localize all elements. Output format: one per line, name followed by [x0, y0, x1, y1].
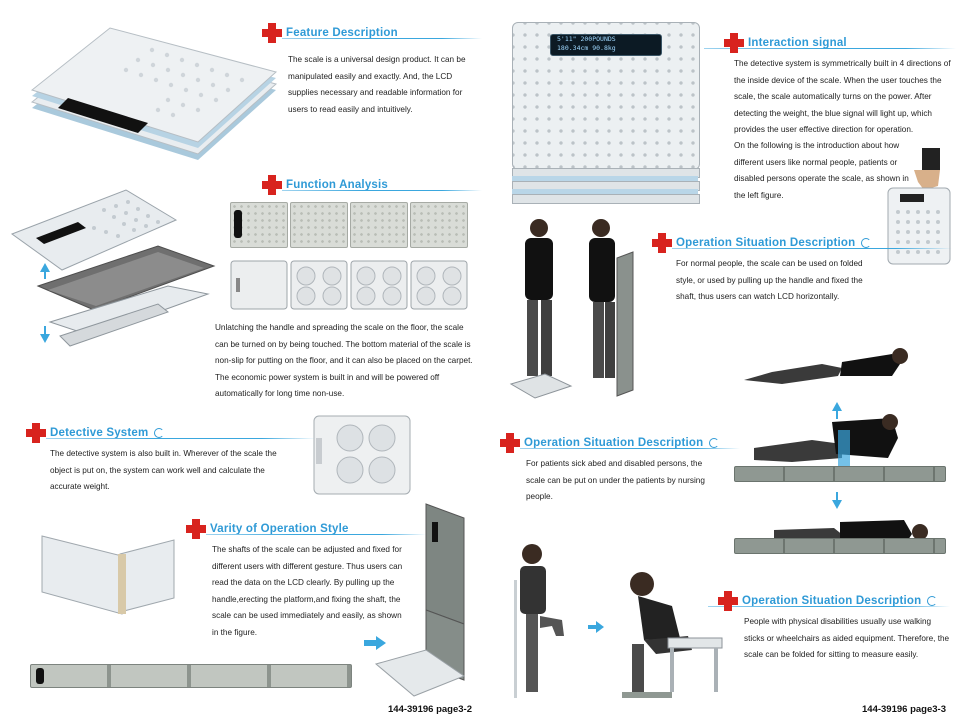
- arrow-down-icon: [40, 334, 50, 343]
- op1-body: For normal people, the scale can be used…: [676, 259, 863, 301]
- opened-scale-image: [8, 186, 218, 356]
- flat-scale-image: [30, 664, 352, 688]
- arrow-up-shaft: [836, 411, 838, 419]
- function-heading: Function Analysis: [262, 172, 482, 198]
- scale-top-panels: [228, 200, 468, 250]
- red-cross-icon: [186, 519, 206, 539]
- arrow-up-icon: [40, 263, 50, 272]
- scale-bottom-panels: [228, 258, 470, 312]
- op3-heading: Operation Situation Description: [708, 588, 950, 614]
- hand-touch-scale-image: [884, 146, 954, 266]
- upright-scale-image: [372, 500, 472, 700]
- arrow-right-icon: [364, 636, 386, 650]
- rotate-icon: [861, 238, 872, 248]
- rotate-icon: [927, 596, 938, 606]
- op3-body: People with physical disabilities usuall…: [744, 617, 950, 659]
- crutch-user-image: [506, 540, 576, 702]
- page-number-right: 144-39196 page3-3: [862, 704, 946, 715]
- arrow-up-shaft: [44, 271, 46, 279]
- rotate-icon: [154, 428, 165, 438]
- unfolded-scale-closeup: [40, 528, 176, 618]
- red-cross-icon: [262, 23, 282, 43]
- varity-title: Varity of Operation Style: [210, 523, 349, 535]
- interaction-scale-image: 5'11" 200POUNDS 180.34cm 90.8kg: [508, 18, 704, 208]
- flat-scale-lcd: [36, 668, 44, 684]
- arrow-down-shaft: [44, 326, 46, 334]
- feature-heading: Feature Description: [262, 20, 482, 46]
- detective-title: Detective System: [50, 427, 149, 439]
- rotate-icon: [709, 438, 720, 448]
- interaction-body-2: On the following is the introduction abo…: [734, 141, 909, 200]
- detective-heading: Detective System: [26, 420, 316, 446]
- varity-body: The shafts of the scale can be adjusted …: [212, 545, 403, 637]
- lying-patient-image-2: [752, 414, 902, 480]
- red-cross-icon: [26, 423, 46, 443]
- red-cross-icon: [262, 175, 282, 195]
- feature-title: Feature Description: [286, 27, 398, 39]
- interaction-heading: Interaction signal: [704, 30, 956, 56]
- op1-heading: Operation Situation Description: [652, 230, 952, 256]
- feature-scale-image: [18, 20, 278, 170]
- op2-body: For patients sick abed and disabled pers…: [526, 459, 705, 501]
- interaction-title: Interaction signal: [748, 37, 847, 49]
- lcd-line2: 180.34cm 90.8kg: [557, 44, 616, 52]
- op2-heading: Operation Situation Description: [500, 430, 740, 456]
- lcd-line1: 5'11" 200POUNDS: [557, 35, 616, 43]
- arrow-down-shaft: [836, 492, 838, 500]
- page-number-left: 144-39196 page3-2: [388, 704, 472, 715]
- red-cross-icon: [652, 233, 672, 253]
- red-cross-icon: [724, 33, 744, 53]
- varity-heading: Varity of Operation Style: [186, 516, 426, 542]
- op1-title: Operation Situation Description: [676, 237, 856, 249]
- feature-body: The scale is a universal design product.…: [288, 55, 466, 114]
- lcd-display: 5'11" 200POUNDS 180.34cm 90.8kg: [550, 34, 662, 56]
- interaction-body-1: The detective system is symmetrically bu…: [734, 59, 951, 134]
- arrow-right-icon: [588, 620, 604, 633]
- op2-title: Operation Situation Description: [524, 437, 704, 449]
- patient-scale-mat-2: [734, 538, 946, 554]
- patient-scale-mat-1: [734, 466, 946, 482]
- detective-scale-image: [310, 414, 414, 496]
- detective-body: The detective system is also built in. W…: [50, 449, 277, 491]
- op3-title: Operation Situation Description: [742, 595, 922, 607]
- red-cross-icon: [718, 591, 738, 611]
- standing-users-image: [505, 214, 650, 404]
- lying-patient-image-1: [742, 342, 912, 390]
- function-title: Function Analysis: [286, 179, 389, 191]
- sitting-user-image: [608, 566, 728, 704]
- arrow-up-icon: [832, 402, 842, 411]
- red-cross-icon: [500, 433, 520, 453]
- arrow-down-icon: [832, 500, 842, 509]
- function-body: Unlatching the handle and spreading the …: [215, 323, 473, 398]
